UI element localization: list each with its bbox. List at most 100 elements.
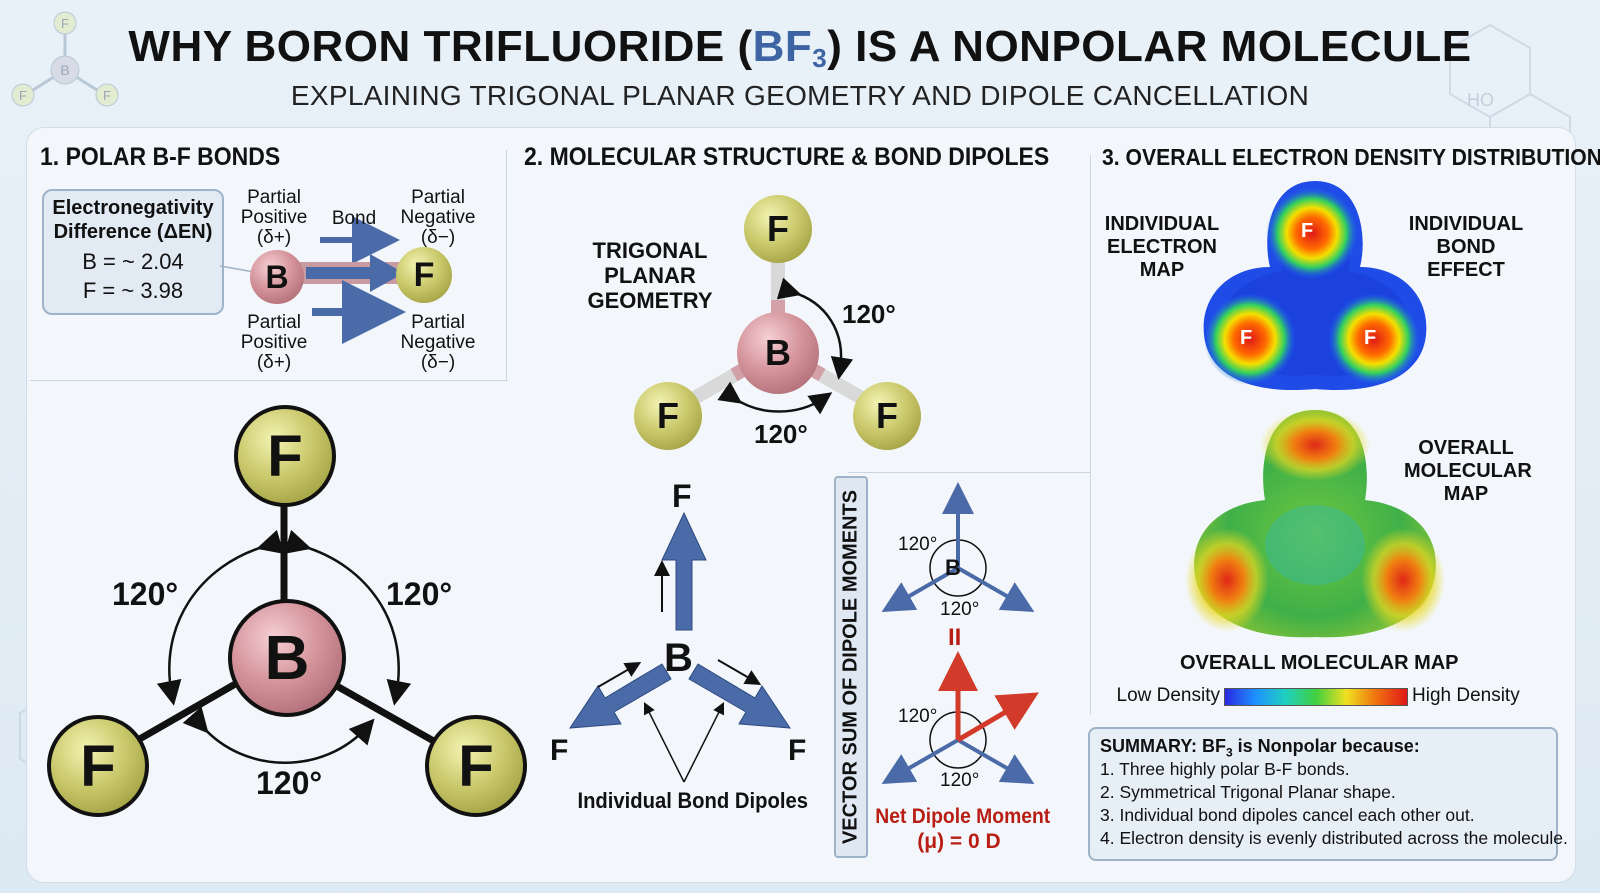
big-atom-f-right: F	[425, 715, 527, 817]
divider-1b	[30, 380, 508, 381]
omm-line-3: MAP	[1443, 483, 1489, 505]
summary-item-4: 4. Electron density is evenly distribute…	[1100, 828, 1568, 848]
net-dipole-line-1: Net Dipole Moment	[875, 805, 1051, 828]
section3-heading: 3. OVERALL ELECTRON DENSITY DISTRIBUTION	[1102, 144, 1600, 170]
omm-line-1: OVERALL	[1418, 437, 1514, 459]
logo-f-right: F	[103, 88, 111, 103]
map-atom-f-right: F	[1364, 327, 1377, 349]
summary-title: SUMMARY: BF3 is Nonpolar because:	[1100, 736, 1420, 760]
pn-top-3: (δ−)	[420, 227, 456, 248]
dipole-end-f-top: F	[672, 478, 692, 514]
model-atom-b: B	[737, 312, 819, 394]
bond-atom-f: F	[396, 247, 452, 303]
overall-electron-density-map	[1185, 409, 1445, 638]
bond-polarity-diagram	[220, 216, 406, 344]
iem-line-2: ELECTRON	[1107, 236, 1217, 258]
pn-bot-2: Negative	[400, 332, 476, 353]
vector-equals: II	[948, 624, 962, 651]
net-dipole-line-2: (μ) = 0 D	[917, 830, 1001, 853]
divider-1	[506, 150, 507, 380]
summary-item-3: 3. Individual bond dipoles cancel each o…	[1100, 805, 1475, 825]
label-partial-negative-bottom: Partial Negative (δ−)	[398, 313, 478, 373]
en-difference-box: Electronegativity Difference (ΔEN) B = ~…	[42, 189, 224, 315]
tp-line-1: TRIGONAL	[592, 238, 708, 263]
summary-title-sub: 3	[1225, 745, 1233, 760]
section2-heading: 2. MOLECULAR STRUCTURE & BOND DIPOLES	[524, 143, 1050, 171]
en-box-f-value: F = ~ 3.98	[82, 278, 184, 303]
dipole-center-b: B	[664, 636, 693, 680]
vector-sum-title: VECTOR SUM OF DIPOLE MOMENTS	[839, 489, 862, 845]
ibe-line-1: INDIVIDUAL	[1408, 213, 1524, 235]
model-atom-f-left: F	[634, 382, 702, 450]
summary-item-2: 2. Symmetrical Trigonal Planar shape.	[1100, 782, 1396, 802]
model-angle-1: 120°	[842, 299, 896, 329]
logo-b: B	[60, 62, 69, 78]
individual-bond-effect-label: INDIVIDUAL BOND EFFECT	[1404, 213, 1528, 282]
big-angle-bottom: 120°	[256, 765, 323, 801]
label-bond: Bond	[331, 208, 377, 229]
pn-top-2: Negative	[400, 207, 476, 228]
label-partial-negative-top: Partial Negative (δ−)	[398, 188, 478, 248]
big-atom-f-top: F	[234, 405, 336, 507]
logo-molecule-icon: F B F F	[11, 11, 119, 107]
map-atom-f-top: F	[1301, 220, 1314, 242]
en-box-b-value: B = ~ 2.04	[82, 249, 184, 274]
scale-low-label: Low Density	[1116, 685, 1221, 706]
density-color-scale	[1224, 688, 1408, 706]
bond-atom-b: B	[250, 250, 304, 304]
pp-bot-3: (δ+)	[256, 352, 292, 373]
pp-top-3: (δ+)	[256, 227, 292, 248]
model-angle-2: 120°	[754, 419, 808, 449]
ibe-line-2: BOND	[1436, 236, 1496, 258]
dipole-arrows-diagram	[569, 511, 791, 783]
en-box-title-1: Electronegativity	[52, 197, 214, 219]
big-angle-left: 120°	[112, 576, 179, 612]
overall-molecular-map-label: OVERALL MOLECULAR MAP	[1404, 437, 1532, 506]
section1-heading: 1. POLAR B-F BONDS	[40, 143, 281, 171]
title-formula-text: BF	[752, 22, 813, 71]
individual-electron-density-map	[1203, 181, 1427, 391]
vector-bottom-angle-1: 120°	[898, 706, 938, 727]
page-title: WHY BORON TRIFLUORIDE (BF3) IS A NONPOLA…	[0, 22, 1600, 74]
pn-top-1: Partial	[411, 187, 465, 208]
vector-bottom-angle-2: 120°	[940, 770, 980, 791]
trigonal-planar-label: TRIGONAL PLANAR GEOMETRY	[580, 238, 720, 313]
summary-box: SUMMARY: BF3 is Nonpolar because: 1. Thr…	[1088, 727, 1568, 861]
dipole-end-f-left: F	[550, 734, 569, 767]
iem-line-1: INDIVIDUAL	[1104, 213, 1220, 235]
big-atom-f-left: F	[47, 715, 149, 817]
dipole-end-f-right: F	[788, 734, 807, 767]
label-partial-positive-bottom: Partial Positive (δ+)	[232, 313, 316, 373]
pp-top-1: Partial	[247, 187, 301, 208]
scale-high-label: High Density	[1412, 685, 1520, 706]
pn-bot-1: Partial	[411, 312, 465, 333]
model-atom-f-top: F	[744, 195, 812, 263]
divider-vec	[848, 472, 1090, 473]
summary-title-post: is Nonpolar because:	[1232, 736, 1420, 756]
title-formula: BF3	[752, 22, 828, 73]
overall-map-caption: OVERALL MOLECULAR MAP	[1180, 652, 1459, 674]
big-angle-right: 120°	[386, 576, 453, 612]
big-atom-b: B	[228, 599, 346, 717]
vector-sum-title-tab: VECTOR SUM OF DIPOLE MOMENTS	[834, 476, 868, 858]
tp-line-2: PLANAR	[604, 263, 696, 288]
pp-bot-2: Positive	[240, 332, 308, 353]
omm-line-2: MOLECULAR	[1404, 460, 1532, 482]
individual-electron-map-label: INDIVIDUAL ELECTRON MAP	[1100, 213, 1224, 282]
iem-line-3: MAP	[1139, 259, 1185, 281]
summary-title-pre: SUMMARY: BF	[1100, 736, 1226, 756]
model-atom-f-right: F	[853, 382, 921, 450]
dipole-caption: Individual Bond Dipoles	[577, 788, 808, 813]
en-box-title-2: Difference (ΔEN)	[53, 221, 213, 243]
divider-2	[1090, 155, 1091, 715]
summary-item-1: 1. Three highly polar B-F bonds.	[1100, 759, 1350, 779]
pp-bot-1: Partial	[247, 312, 301, 333]
bg-label-ho: HO	[1467, 90, 1494, 110]
pn-bot-3: (δ−)	[420, 352, 456, 373]
logo-f-top: F	[61, 16, 69, 31]
vector-top-angle-1: 120°	[898, 534, 938, 555]
vector-top-angle-2: 120°	[940, 599, 980, 620]
title-post: ) IS A NONPOLAR MOLECULE	[827, 22, 1472, 71]
vector-sum-diagram	[881, 482, 1039, 784]
label-partial-positive-top: Partial Positive (δ+)	[232, 188, 316, 248]
